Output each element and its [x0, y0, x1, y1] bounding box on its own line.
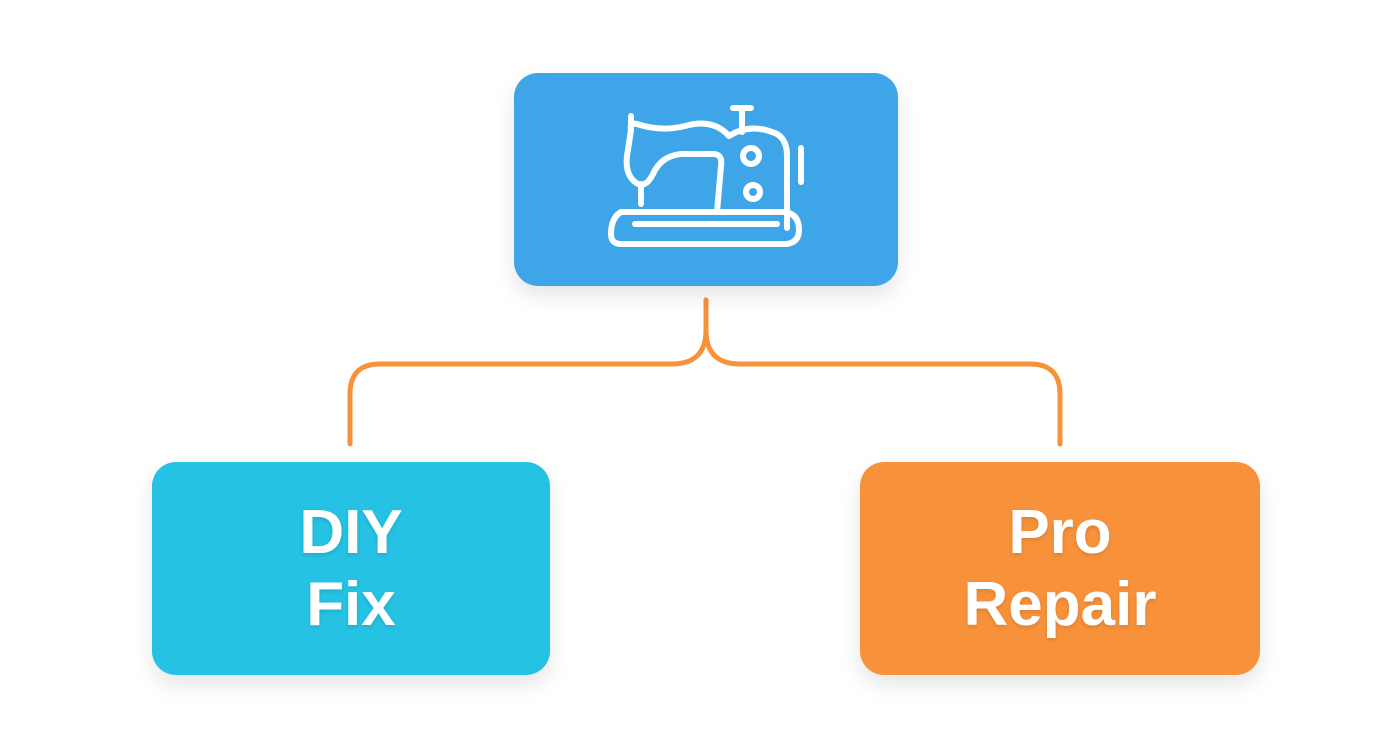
pro-repair-node: Pro Repair — [860, 462, 1260, 675]
connector-right-branch — [703, 297, 1063, 447]
diy-fix-label-line1: DIY — [299, 497, 403, 567]
pro-repair-label-line2: Repair — [963, 569, 1157, 639]
pro-repair-label-line1: Pro — [1008, 497, 1112, 567]
diy-fix-label: DIY Fix — [299, 497, 402, 641]
diy-fix-label-line2: Fix — [306, 569, 396, 639]
diy-fix-node: DIY Fix — [152, 462, 550, 675]
sewing-machine-icon — [608, 104, 804, 247]
root-node-sewing-machine — [514, 73, 898, 286]
connector-left-branch — [347, 297, 709, 447]
pro-repair-label: Pro Repair — [964, 497, 1157, 641]
